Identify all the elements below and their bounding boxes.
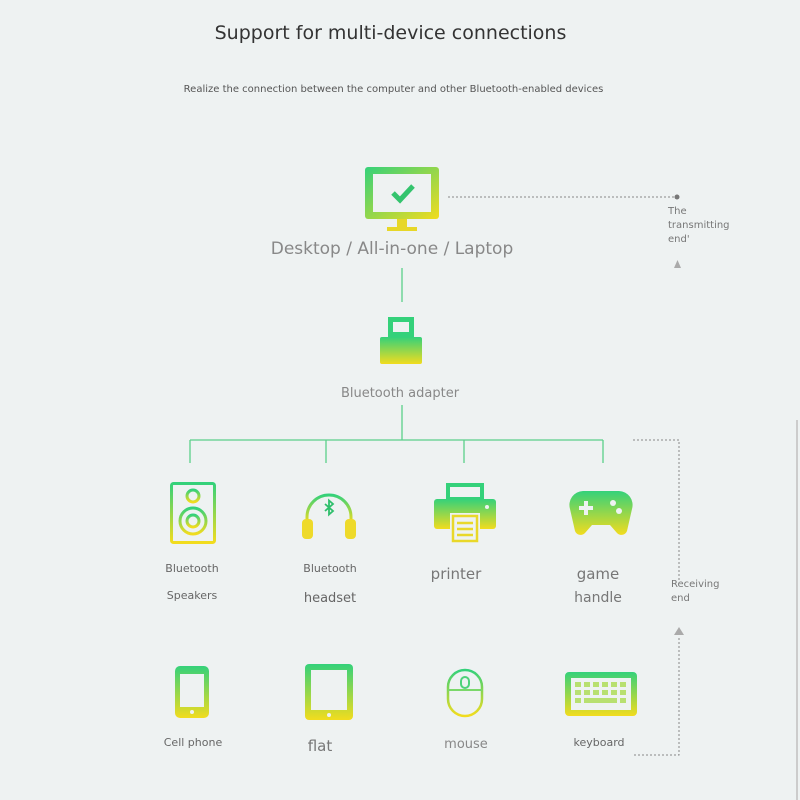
device-keyboard-label: keyboard — [573, 736, 625, 749]
device-tablet-label: flat — [307, 737, 333, 755]
device-headset-line1: Bluetooth — [303, 562, 357, 575]
computer-label: Desktop / All-in-one / Laptop — [270, 239, 514, 259]
page-subtitle: Realize the connection between the compu… — [183, 84, 604, 95]
device-speakers-line2: Speakers — [166, 589, 218, 602]
printer-icon — [434, 483, 496, 543]
usb-adapter-icon — [380, 317, 424, 365]
transmitting-end-label: The transmitting end' — [668, 206, 730, 245]
device-headset-line2: headset — [303, 591, 357, 606]
speaker-icon — [170, 482, 216, 544]
tablet-icon — [305, 664, 353, 720]
mouse-icon — [446, 668, 484, 718]
device-speakers-line1: Bluetooth — [165, 562, 219, 575]
device-phone-label: Cell phone — [163, 736, 223, 749]
adapter-label: Bluetooth adapter — [340, 386, 460, 401]
receiving-end-label: Receiving end — [671, 579, 720, 604]
phone-icon — [175, 666, 209, 718]
monitor-check-icon — [365, 167, 439, 233]
keyboard-icon — [565, 672, 637, 716]
gamepad-icon — [569, 489, 633, 537]
device-printer-label: printer — [430, 565, 482, 583]
device-mouse-label: mouse — [444, 737, 488, 752]
headset-icon — [300, 489, 358, 541]
page-title: Support for multi-device connections — [214, 22, 567, 44]
device-game-line2: handle — [574, 590, 622, 606]
device-game-line1: game — [576, 565, 620, 583]
